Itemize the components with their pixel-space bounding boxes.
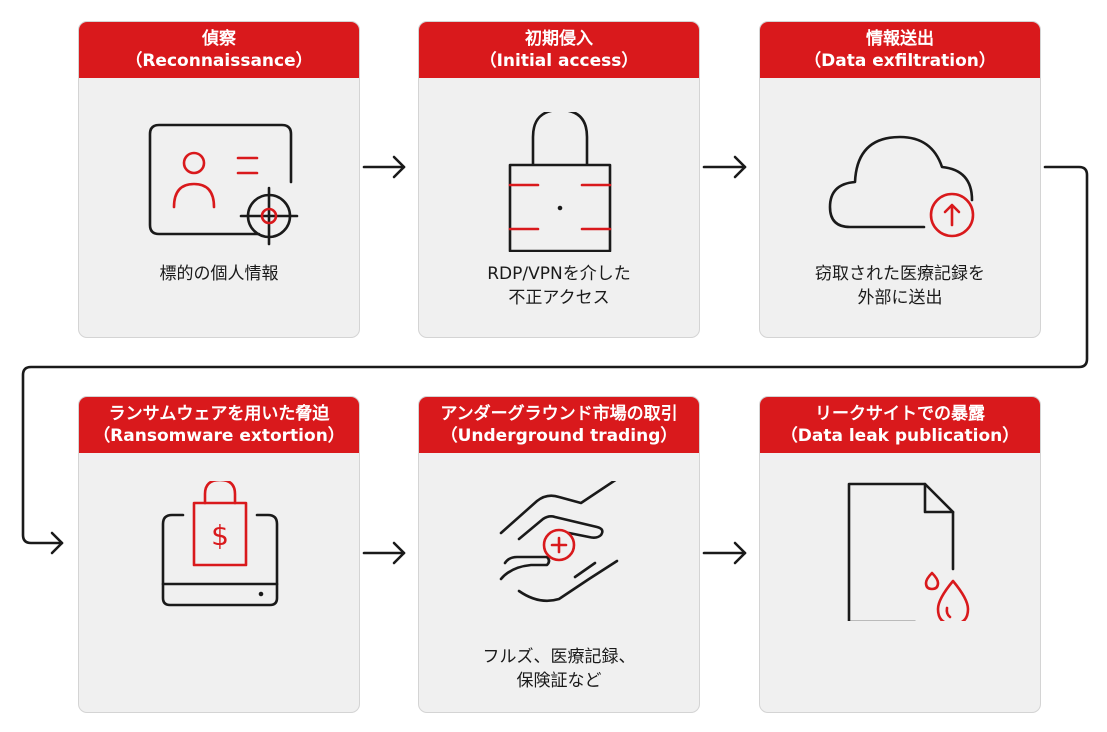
caption-line: 標的の個人情報 xyxy=(159,264,279,284)
step-subtitle: （Data exfiltration） xyxy=(804,51,996,71)
document-leak-icon xyxy=(847,482,970,621)
padlock-icon xyxy=(508,112,612,252)
arrow-1-to-2 xyxy=(362,155,406,179)
step-header: 情報送出 （Data exfiltration） xyxy=(760,22,1040,78)
step-header: 偵察 （Reconnaissance） xyxy=(79,22,359,78)
step-title: ランサムウェアを用いた脅迫 xyxy=(108,404,330,424)
step-card-ransomware-extortion: ランサムウェアを用いた脅迫 （Ransomware extortion） $ xyxy=(78,396,360,713)
svg-text:$: $ xyxy=(211,519,229,552)
step-caption: 窃取された医療記録を 外部に送出 xyxy=(760,262,1040,310)
hands-exchange-icon xyxy=(499,481,619,603)
step-subtitle: （Initial access） xyxy=(479,51,639,71)
arrow-2-to-3 xyxy=(702,155,747,179)
step-card-data-leak-publication: リークサイトでの暴露 （Data leak publication） xyxy=(759,396,1041,713)
step-card-initial-access: 初期侵入 （Initial access） RDP/VPNを介した 不正アクセス xyxy=(418,21,700,338)
step-caption: フルズ、医療記録、 保険証など xyxy=(419,645,699,693)
step-subtitle: （Underground trading） xyxy=(440,426,678,446)
step-header: アンダーグラウンド市場の取引 （Underground trading） xyxy=(419,397,699,453)
step-caption: 標的の個人情報 xyxy=(79,262,359,286)
cloud-upload-icon xyxy=(828,135,975,238)
step-header: ランサムウェアを用いた脅迫 （Ransomware extortion） xyxy=(79,397,359,453)
step-title: 初期侵入 xyxy=(525,29,593,49)
caption-line: 外部に送出 xyxy=(857,288,943,308)
caption-line: 窃取された医療記録を xyxy=(815,264,985,284)
step-card-data-exfiltration: 情報送出 （Data exfiltration） 窃取された医療記録を 外部に送… xyxy=(759,21,1041,338)
step-caption: RDP/VPNを介した 不正アクセス xyxy=(419,262,699,310)
step-title: リークサイトでの暴露 xyxy=(815,404,985,424)
caption-line: フルズ、医療記録、 xyxy=(482,647,636,667)
caption-line: 不正アクセス xyxy=(508,288,610,308)
step-subtitle: （Data leak publication） xyxy=(780,426,1020,446)
step-subtitle: （Reconnaissance） xyxy=(125,51,313,71)
caption-line: RDP/VPNを介した xyxy=(487,264,631,284)
step-title: アンダーグラウンド市場の取引 xyxy=(440,404,678,424)
arrow-5-to-6 xyxy=(702,541,747,565)
step-title: 偵察 xyxy=(202,29,236,49)
id-card-target-icon xyxy=(148,123,299,246)
step-card-underground-trading: アンダーグラウンド市場の取引 （Underground trading） フルズ… xyxy=(418,396,700,713)
step-title: 情報送出 xyxy=(866,29,934,49)
step-header: 初期侵入 （Initial access） xyxy=(419,22,699,78)
step-subtitle: （Ransomware extortion） xyxy=(93,426,345,446)
monitor-ransom-icon: $ xyxy=(161,481,279,607)
arrow-4-to-5 xyxy=(362,541,406,565)
caption-line: 保険証など xyxy=(516,671,602,691)
step-card-reconnaissance: 偵察 （Reconnaissance） 標的の個人情報 xyxy=(78,21,360,338)
step-header: リークサイトでの暴露 （Data leak publication） xyxy=(760,397,1040,453)
